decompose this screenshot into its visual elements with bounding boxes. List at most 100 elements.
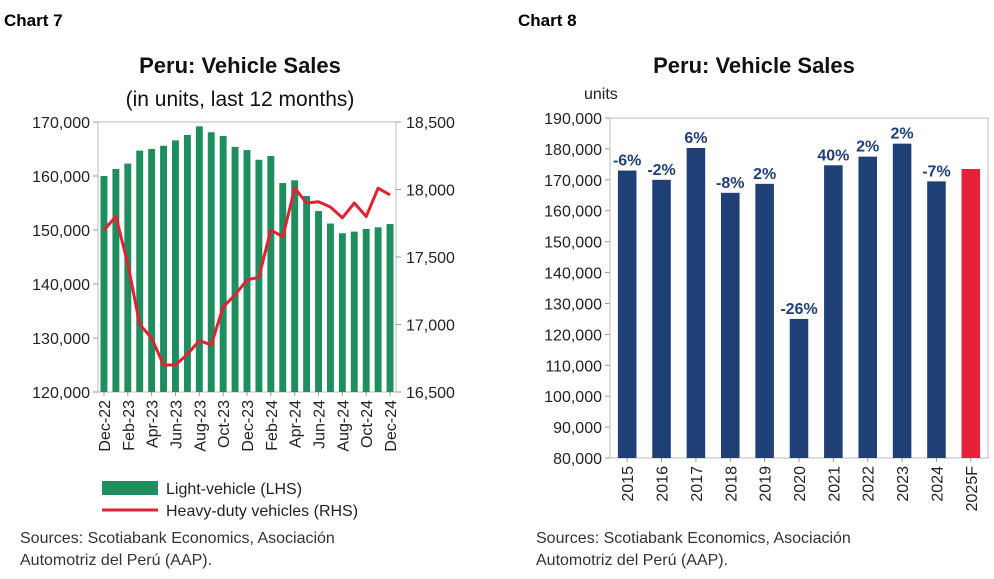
chart8-bar: [617, 170, 637, 458]
chart7-x-tick-label: Oct-23: [216, 400, 233, 448]
chart8-x-tick-label: 2021: [826, 466, 843, 502]
chart8-x-tick-label: 2018: [723, 466, 740, 502]
chart7-x-tick-label: Aug-24: [335, 400, 352, 452]
chart8-bar: [652, 179, 671, 458]
chart7-light-vehicle-bar: [219, 136, 227, 392]
chart8-bar: [824, 165, 843, 459]
chart7-light-vehicle-bar: [160, 145, 168, 392]
chart8-y-tick-label: 140,000: [544, 266, 602, 283]
chart7-light-vehicle-bar: [374, 227, 382, 392]
chart8-plot: 80,00090,000100,000110,000120,000130,000…: [544, 111, 989, 512]
chart7-light-vehicle-bar: [243, 150, 251, 392]
chart8-x-tick-label: 2024: [929, 466, 946, 502]
chart7-light-vehicle-bar: [148, 149, 156, 392]
chart8-x-tick-label: 2022: [861, 466, 878, 502]
chart8-data-label: -26%: [780, 301, 817, 318]
chart8-data-label: 2%: [891, 126, 914, 143]
chart8-x-tick-label: 2016: [655, 466, 672, 502]
chart7-light-vehicle-bar: [100, 176, 108, 392]
chart7-plot: 120,000 130,000 140,000 150,000 160,000 170,0…: [32, 115, 455, 452]
chart8-data-label: -2%: [647, 162, 675, 179]
legend-label-light-vehicle: Light-vehicle (LHS): [166, 481, 302, 498]
chart8-x-tick-label: 2020: [792, 466, 809, 502]
chart8-bar: [927, 181, 946, 458]
chart7-x-tick-label: Oct-24: [359, 400, 376, 448]
chart8-ylabel: units: [584, 86, 618, 103]
chart7-label: Chart 7: [4, 11, 63, 30]
chart7-light-vehicle-bar: [315, 211, 322, 392]
chart7-left-tick-label: 170,000: [32, 115, 90, 132]
chart8-x-tick-label: 2023: [895, 466, 912, 502]
chart7-right-tick-label: 16,500: [406, 385, 455, 402]
chart7-title: Peru: Vehicle Sales: [139, 53, 341, 78]
chart8-data-label: 6%: [684, 130, 707, 147]
chart8-data-label: -8%: [716, 175, 744, 192]
chart8-data-label: 40%: [817, 147, 849, 164]
chart7-light-vehicle-bar: [338, 233, 346, 392]
chart8-x-tick-label: 2019: [758, 466, 775, 502]
chart8-bar: [789, 318, 809, 458]
chart7-light-vehicle-bar: [350, 231, 358, 392]
chart7-right-tick-label: 17,000: [406, 318, 455, 335]
chart8-y-tick-label: 100,000: [544, 389, 602, 406]
chart7-left-tick-label: 130,000: [32, 331, 90, 348]
chart7-x-tick-label: Dec-23: [240, 400, 257, 452]
chart7-light-vehicle-bar: [195, 126, 203, 392]
chart8-y-tick-label: 130,000: [544, 296, 602, 313]
chart8-x-tick-label: 2025F: [964, 466, 981, 512]
chart8-data-label: 2%: [753, 166, 776, 183]
chart7-x-tick-label: Dec-22: [97, 400, 114, 452]
chart8-y-tick-label: 190,000: [544, 111, 602, 128]
legend-label-heavy-duty: Heavy-duty vehicles (RHS): [166, 503, 358, 520]
chart8-bar-forecast: [961, 169, 981, 458]
chart7-source-line2: Automotriz del Perú (AAP).: [20, 552, 212, 569]
chart7-x-tick-label: Aug-23: [192, 400, 209, 452]
chart8-y-tick-label: 180,000: [544, 142, 602, 159]
chart8-bar: [755, 183, 774, 458]
chart8-x-tick-label: 2015: [620, 466, 637, 502]
chart7-light-vehicle-bar: [362, 228, 370, 392]
chart7-x-tick-label: Apr-23: [145, 400, 162, 448]
chart7-light-vehicle-bar: [291, 180, 299, 392]
chart7-light-vehicle-bar: [112, 168, 120, 392]
legend-swatch-light-vehicle: [102, 481, 158, 495]
chart8-bar: [892, 143, 912, 458]
chart8-bar: [720, 192, 740, 459]
chart7-x-tick-label: Jun-23: [168, 400, 185, 449]
chart7-x-tick-label: Apr-24: [288, 400, 305, 448]
chart7-light-vehicle-bar: [207, 132, 215, 392]
chart8-y-tick-label: 90,000: [553, 420, 602, 437]
chart7-right-tick-label: 17,500: [406, 250, 455, 267]
chart8-data-label: 2%: [856, 139, 879, 156]
chart8-bar: [858, 156, 878, 459]
chart7-light-vehicle-bar: [136, 150, 144, 392]
chart8-data-label: -7%: [922, 163, 950, 180]
chart7-light-vehicle-bar: [183, 134, 191, 392]
chart7-left-tick-label: 120,000: [32, 385, 90, 402]
chart8-data-label: -6%: [613, 153, 641, 170]
chart7-left-tick-label: 150,000: [32, 223, 90, 240]
chart8-title: Peru: Vehicle Sales: [653, 53, 855, 78]
chart7-light-vehicle-bar: [172, 140, 179, 392]
chart7-left-tick-label: 140,000: [32, 277, 90, 294]
chart8-y-tick-label: 150,000: [544, 235, 602, 252]
chart8-bar: [686, 147, 706, 458]
chart8-y-tick-label: 170,000: [544, 173, 602, 190]
chart7-light-vehicle-bar: [231, 146, 239, 392]
chart7-right-tick-label: 18,000: [406, 183, 455, 200]
chart7-light-vehicle-bar: [279, 183, 287, 392]
chart8-y-tick-label: 110,000: [545, 358, 602, 375]
chart7-source-line1: Sources: Scotiabank Economics, Asociació…: [20, 530, 335, 547]
chart8-y-tick-label: 80,000: [553, 451, 602, 468]
chart8-source-line2: Automotriz del Perú (AAP).: [536, 552, 728, 569]
chart7-right-tick-label: 18,500: [406, 115, 455, 132]
chart7-light-vehicle-bar: [267, 156, 275, 392]
chart7-left-tick-label: 160,000: [32, 169, 90, 186]
chart7-light-vehicle-bar: [326, 223, 334, 392]
chart7-subtitle: (in units, last 12 months): [126, 88, 355, 111]
chart7-light-vehicle-bar: [303, 195, 311, 392]
chart7-light-vehicle-bar: [124, 163, 132, 392]
chart7-x-tick-label: Feb-23: [121, 400, 138, 451]
chart8-source-line1: Sources: Scotiabank Economics, Asociació…: [536, 530, 851, 547]
